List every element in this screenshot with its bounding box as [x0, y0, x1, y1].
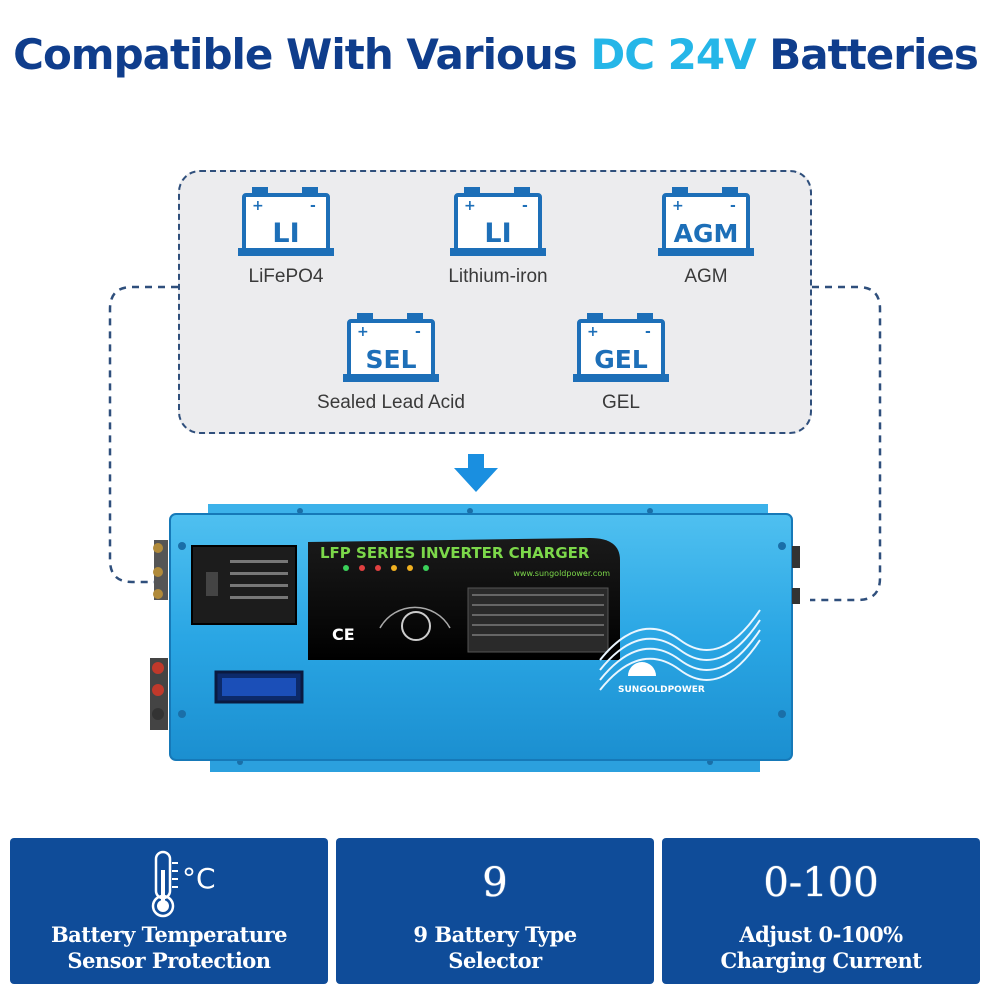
svg-text:-: - [522, 198, 528, 214]
battery-item-gel: + - GEL GEL [546, 310, 696, 414]
svg-text:-: - [730, 198, 736, 214]
title-highlight: DC 24V [590, 30, 756, 79]
feature-caption: Battery Temperature Sensor Protection [10, 922, 328, 974]
battery-item-agm: + - AGM AGM [631, 184, 781, 288]
svg-text:+: + [252, 198, 264, 214]
down-arrow-icon [454, 454, 498, 492]
svg-text:+: + [672, 198, 684, 214]
svg-text:LI: LI [272, 218, 299, 249]
battery-item-sealed-lead-acid: + - SEL Sealed Lead Acid [316, 310, 466, 414]
battery-label: Lithium-iron [448, 266, 548, 287]
feature-value: 0-100 [763, 860, 879, 906]
battery-icon: + - SEL [343, 313, 439, 382]
battery-icon: + - GEL [573, 313, 669, 382]
feature-caption-line2: Charging Current [720, 948, 922, 973]
page-title: Compatible With Various DC 24V Batteries [0, 30, 991, 79]
title-prefix: Compatible With Various [13, 30, 591, 79]
svg-text:SEL: SEL [365, 345, 416, 374]
feature-caption-line1: 9 Battery Type [413, 922, 577, 947]
battery-label: LiFePO4 [248, 266, 324, 287]
svg-text:CE: CE [332, 625, 355, 644]
thermometer-icon: °C [151, 850, 216, 918]
feature-caption: Adjust 0-100% Charging Current [662, 922, 980, 974]
inverter-charger-device: LFP SERIES INVERTER CHARGER www.sungoldp… [150, 504, 800, 772]
battery-item-lithium-iron: + - LI Lithium-iron [423, 184, 573, 288]
battery-label: AGM [684, 266, 728, 287]
feature-charging-current: 0-100 Adjust 0-100% Charging Current [662, 838, 980, 984]
feature-battery-type-selector: 9 9 Battery Type Selector [336, 838, 654, 984]
feature-value: 9 [482, 860, 508, 906]
feature-caption: 9 Battery Type Selector [336, 922, 654, 974]
svg-text:+: + [357, 324, 369, 340]
svg-text:SUNGOLDPOWER: SUNGOLDPOWER [618, 685, 705, 695]
svg-text:-: - [415, 324, 421, 340]
battery-label: GEL [601, 392, 641, 413]
svg-text:°C: °C [182, 862, 216, 895]
feature-caption-line2: Sensor Protection [67, 948, 271, 973]
svg-text:-: - [645, 324, 651, 340]
svg-text:-: - [310, 198, 316, 214]
svg-text:LFP SERIES INVERTER CHARGER: LFP SERIES INVERTER CHARGER [320, 544, 590, 562]
title-suffix: Batteries [755, 30, 979, 79]
svg-text:www.sungoldpower.com: www.sungoldpower.com [513, 569, 610, 578]
feature-temperature-sensor: °C Battery Temperature Sensor Protection [10, 838, 328, 984]
svg-text:AGM: AGM [674, 219, 739, 248]
battery-label: Sealed Lead Acid [317, 392, 465, 413]
svg-text:+: + [464, 198, 476, 214]
battery-icon: + - LI [450, 187, 546, 256]
battery-item-lifepo4: + - LI LiFePO4 [211, 184, 361, 288]
feature-caption-line1: Battery Temperature [50, 922, 288, 947]
battery-icon: + - AGM [658, 187, 754, 256]
feature-caption-line1: Adjust 0-100% [739, 922, 903, 947]
svg-text:GEL: GEL [594, 345, 648, 374]
svg-text:LI: LI [484, 218, 511, 249]
svg-text:+: + [587, 324, 599, 340]
feature-caption-line2: Selector [448, 948, 542, 973]
battery-icon: + - LI [238, 187, 334, 256]
